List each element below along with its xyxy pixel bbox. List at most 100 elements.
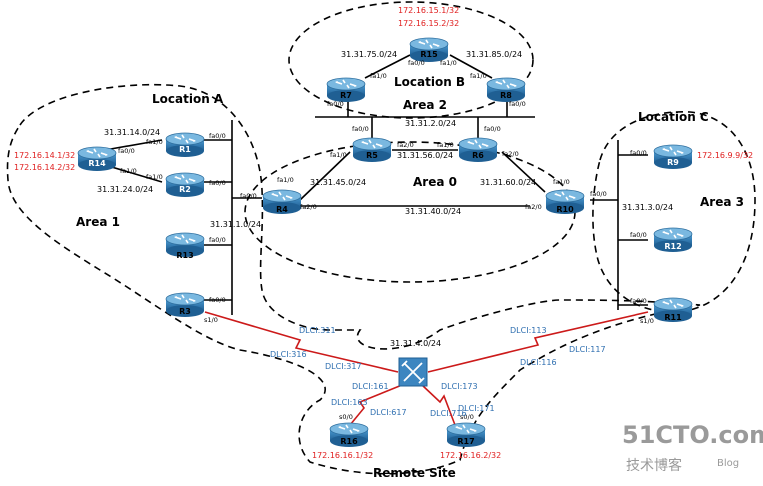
- dlci-617: DLCI:617: [370, 408, 407, 417]
- if-r3-fa0: fa0/0: [209, 296, 226, 304]
- dlci-316: DLCI:316: [270, 350, 307, 359]
- if-r10-fa1: fa1/0: [553, 178, 570, 186]
- router-r1-label: R1: [179, 145, 191, 154]
- area1-title: Area 1: [76, 215, 120, 229]
- if-r6-fa0: fa0/0: [484, 125, 501, 133]
- if-r7-fa0: fa0/0: [327, 100, 344, 108]
- dlci-161: DLCI:161: [352, 382, 389, 391]
- area3-title: Area 3: [700, 195, 744, 209]
- dlci-173: DLCI:173: [441, 382, 478, 391]
- if-r14-fa0: fa0/0: [118, 147, 135, 155]
- if-r6-fa1: fa1/0: [437, 141, 454, 149]
- area2-boundary: [288, 1, 534, 119]
- dlci-171: DLCI:171: [458, 404, 495, 413]
- ethernet-links: [104, 54, 648, 315]
- if-r1-fa0: fa0/0: [209, 132, 226, 140]
- loopback-r9: 172.16.9.9/32: [697, 151, 753, 160]
- router-r14-label: R14: [88, 159, 106, 168]
- watermark-logo-text: 51CTO.com: [622, 421, 763, 449]
- dlci-317: DLCI:317: [325, 362, 362, 371]
- area0-title: Area 0: [413, 175, 457, 189]
- watermark-logo: 51CTO.com 技术博客 Blog: [622, 421, 763, 474]
- if-r11-s1: s1/0: [640, 317, 654, 325]
- loopback-r16: 172.16.16.1/32: [312, 451, 373, 460]
- if-r2-fa1: fa1/0: [146, 173, 163, 181]
- dlci-117: DLCI:117: [569, 345, 606, 354]
- loopback-r14-a: 172.16.14.1/32: [14, 151, 75, 160]
- watermark-sub-text: 技术博客: [626, 457, 682, 474]
- subnet-31-31-2: 31.31.2.0/24: [405, 119, 456, 128]
- router-r7-label: R7: [340, 91, 352, 100]
- location-c-title: Location C: [638, 110, 709, 124]
- router-r12-label: R12: [664, 242, 681, 251]
- if-r8-fa1: fa1/0: [470, 72, 487, 80]
- if-r1-fa1: fa1/0: [146, 138, 163, 146]
- subnet-31-31-24: 31.31.24.0/24: [97, 185, 153, 194]
- dlci-716: DLCI:716: [430, 409, 467, 418]
- subnet-31-31-40: 31.31.40.0/24: [405, 207, 461, 216]
- dlci-113: DLCI:113: [510, 326, 547, 335]
- if-r15-fa0: fa0/0: [408, 59, 425, 67]
- router-r4-label: R4: [276, 205, 288, 214]
- frame-relay-links: [204, 311, 649, 426]
- if-r14-fa1: fa1/0: [120, 167, 137, 175]
- router-r13-label: R13: [176, 251, 193, 260]
- if-r10-fa2: fa2/0: [525, 203, 542, 211]
- location-b-title: Location B: [394, 75, 465, 89]
- dlci-311: DLCI:311: [299, 326, 336, 335]
- router-r9-label: R9: [667, 158, 679, 167]
- if-r4-fa0: fa0/0: [240, 192, 257, 200]
- if-r4-fa2: fa2/0: [300, 203, 317, 211]
- area1-boundary: [6, 83, 701, 475]
- dlci-163: DLCI:163: [331, 398, 368, 407]
- subnet-31-31-85: 31.31.85.0/24: [466, 50, 522, 59]
- subnet-31-31-3: 31.31.3.0/24: [622, 203, 673, 212]
- watermark-blog-text: Blog: [717, 458, 739, 469]
- if-r17-s0: s0/0: [460, 413, 474, 421]
- router-r16-label: R16: [340, 437, 358, 446]
- subnet-31-31-45: 31.31.45.0/24: [310, 178, 366, 187]
- subnet-31-31-60: 31.31.60.0/24: [480, 178, 536, 187]
- if-r5-fa0: fa0/0: [352, 125, 369, 133]
- loopback-r14-b: 172.16.14.2/32: [14, 163, 75, 172]
- router-r8-label: R8: [500, 91, 512, 100]
- subnet-31-31-75: 31.31.75.0/24: [341, 50, 397, 59]
- router-r17-label: R17: [457, 437, 474, 446]
- subnet-31-31-14: 31.31.14.0/24: [104, 128, 160, 137]
- subnet-31-31-56: 31.31.56.0/24: [397, 151, 453, 160]
- if-r16-s0: s0/0: [339, 413, 353, 421]
- if-r2-fa0: fa0/0: [209, 179, 226, 187]
- loopback-r15-a: 172.16.15.1/32: [398, 6, 459, 15]
- loopback-r17: 172.16.16.2/32: [440, 451, 501, 460]
- if-r4-fa1: fa1/0: [277, 176, 294, 184]
- remote-site-title: Remote Site: [373, 466, 456, 480]
- router-r3-label: R3: [179, 307, 191, 316]
- area2-title: Area 2: [403, 98, 447, 112]
- router-r15-label: R15: [420, 50, 438, 59]
- if-r12-fa0: fa0/0: [630, 231, 647, 239]
- if-r3-s1: s1/0: [204, 316, 218, 324]
- if-r13-fa0: fa0/0: [209, 236, 226, 244]
- loopback-r15-b: 172.16.15.2/32: [398, 19, 459, 28]
- subnet-31-31-4: 31.31.4.0/24: [390, 339, 441, 348]
- if-r5-fa1: fa1/0: [330, 151, 347, 159]
- if-r7-fa1: fa1/0: [370, 72, 387, 80]
- if-r9-fa0: fa0/0: [630, 149, 647, 157]
- dlci-116: DLCI:116: [520, 358, 557, 367]
- if-r15-fa1: fa1/0: [440, 59, 457, 67]
- router-r11-label: R11: [664, 313, 682, 322]
- if-r10-fa0: fa0/0: [590, 190, 607, 198]
- frame-relay-switch-icon: [398, 357, 428, 387]
- router-r5-label: R5: [366, 151, 378, 160]
- if-r5-fa2: fa2/0: [397, 141, 414, 149]
- if-r6-fa2: fa2/0: [502, 150, 519, 158]
- if-r8-fa0: fa0/0: [509, 100, 526, 108]
- router-r10-label: R10: [556, 205, 574, 214]
- location-a-title: Location A: [152, 92, 224, 106]
- router-r6-label: R6: [472, 151, 484, 160]
- subnet-31-31-1: 31.31.1.0/24: [210, 220, 261, 229]
- router-r2-label: R2: [179, 185, 191, 194]
- if-r11-fa0: fa0/0: [630, 297, 647, 305]
